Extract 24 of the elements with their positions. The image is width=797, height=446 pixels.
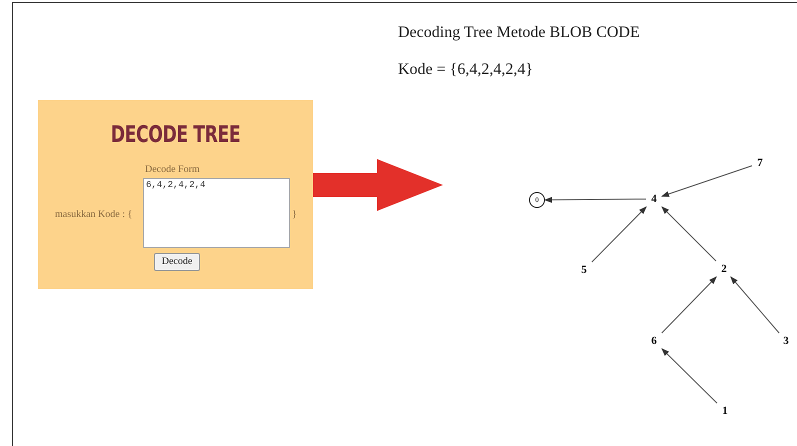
arrow (544, 196, 646, 203)
arrow (591, 206, 647, 262)
arrow (661, 348, 718, 404)
arrow (730, 276, 780, 334)
form-heading: DECODE TREE (110, 121, 242, 150)
node-number: 6 (646, 333, 662, 349)
field-label: masukkan Kode : { (55, 208, 132, 222)
node-number: 3 (778, 333, 794, 349)
node-number: 1 (717, 403, 733, 419)
brace-text: } (292, 208, 297, 222)
form-label: Decode Form (145, 163, 200, 177)
node-number: 5 (576, 262, 592, 278)
decode-button: Decode (154, 253, 200, 271)
node-number: 2 (716, 261, 732, 277)
arrow (661, 206, 716, 262)
arrow (661, 165, 752, 197)
title: Decoding Tree Metode BLOB CODE (398, 23, 640, 43)
code-label: Kode = {6,4,2,4,2,4} (398, 60, 534, 80)
node-number: 7 (752, 155, 768, 171)
form-panel (38, 100, 313, 289)
node-number: 4 (646, 191, 662, 207)
arrow (661, 276, 717, 334)
big-arrow (313, 159, 443, 211)
code-input-field: 6,4,2,4,2,4 (143, 178, 290, 248)
